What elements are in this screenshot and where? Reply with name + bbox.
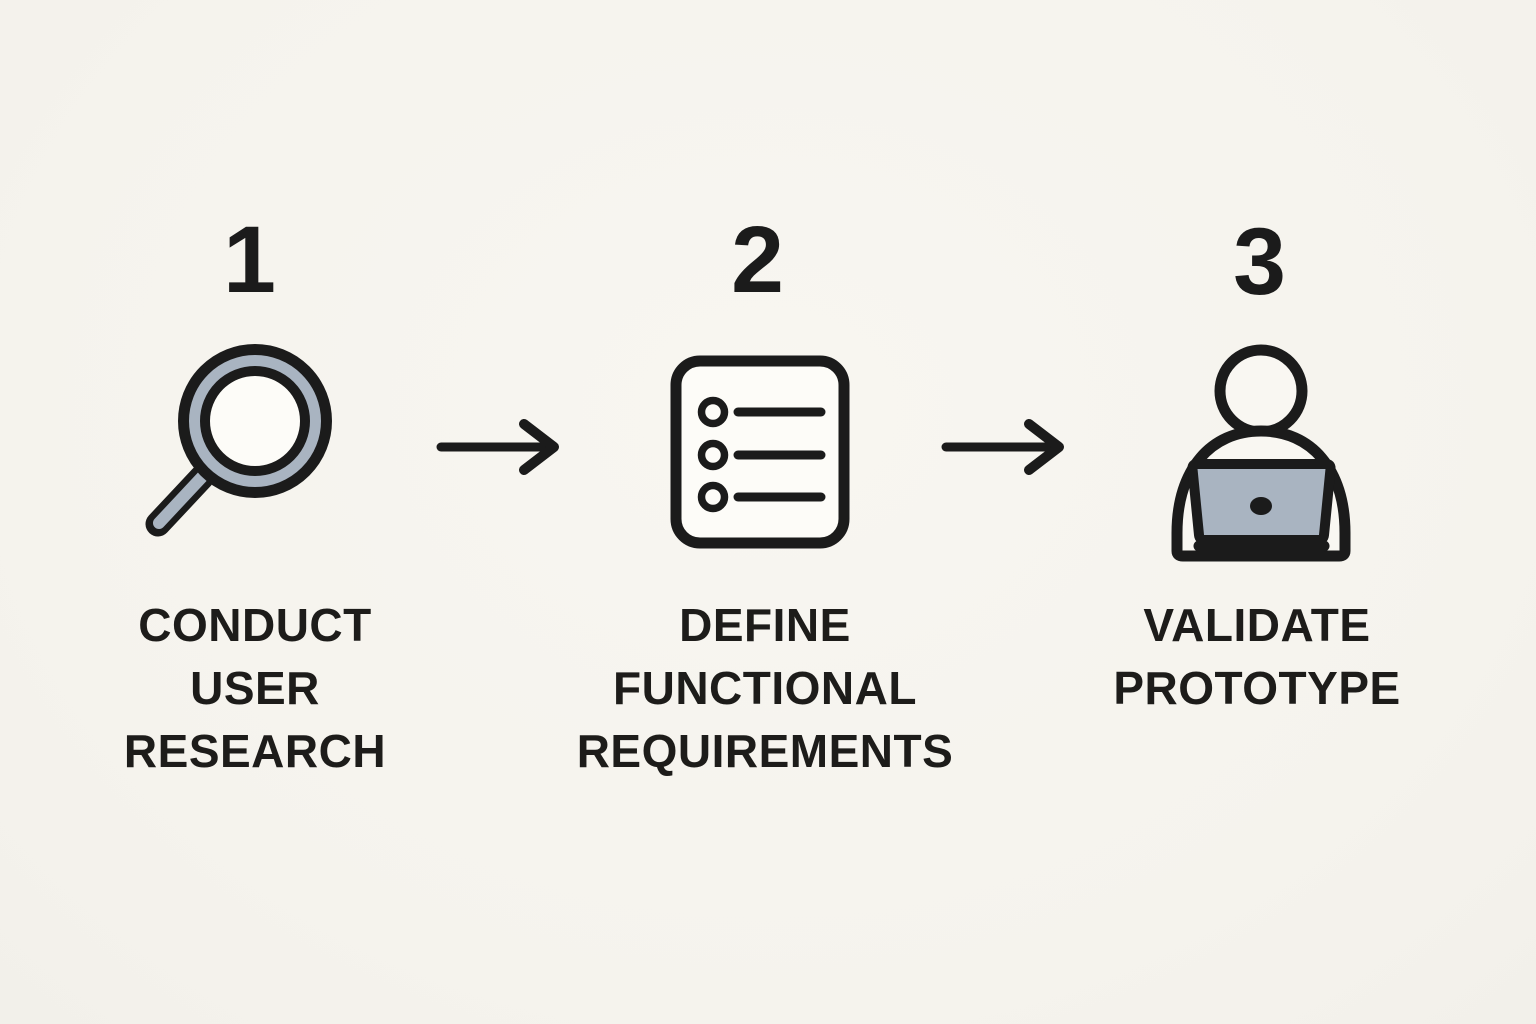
step-1-label-line: RESEARCH bbox=[123, 725, 387, 777]
checklist-icon bbox=[670, 355, 850, 554]
step-2-number: 2 bbox=[731, 207, 785, 313]
step-2-label-line: FUNCTIONAL bbox=[613, 662, 917, 714]
step-3-label-line: PROTOTYPE bbox=[1113, 662, 1401, 714]
step-3-label-line: VALIDATE bbox=[1143, 599, 1371, 651]
step-3-number: 3 bbox=[1233, 209, 1287, 315]
step-2-label-line: DEFINE bbox=[679, 599, 851, 651]
step-3-label: VALIDATE PROTOTYPE bbox=[997, 594, 1517, 720]
step-1-label: CONDUCT USER RESEARCH bbox=[0, 594, 515, 783]
step-2-label-line: REQUIREMENTS bbox=[576, 725, 954, 777]
step-2-label: DEFINE FUNCTIONAL REQUIREMENTS bbox=[505, 594, 1025, 783]
step-1-number: 1 bbox=[223, 207, 277, 313]
arrow-right-icon bbox=[436, 418, 562, 481]
step-1-label-line: USER bbox=[190, 662, 320, 714]
step-1-label-line: CONDUCT bbox=[138, 599, 372, 651]
magnifier-icon bbox=[140, 338, 345, 548]
person-laptop-icon bbox=[1161, 342, 1361, 567]
arrow-right-icon bbox=[941, 418, 1067, 481]
